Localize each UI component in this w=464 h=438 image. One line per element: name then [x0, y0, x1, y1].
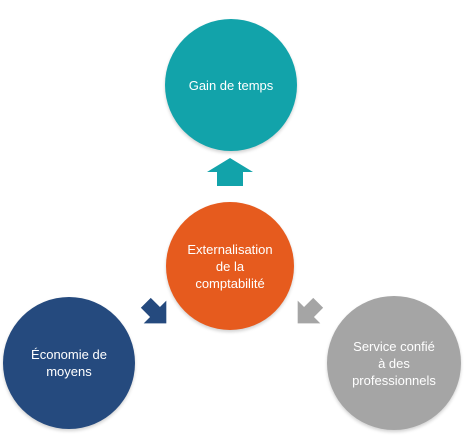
- arrow-down-left: [140, 297, 167, 324]
- node-label: Gain de temps: [188, 77, 274, 93]
- node-economie-de-moyens: Économie de moyens: [3, 297, 135, 429]
- node-gain-de-temps: Gain de temps: [165, 19, 297, 151]
- node-label: Service confié à des professionnels: [352, 338, 436, 388]
- node-service-confie: Service confié à des professionnels: [327, 296, 461, 430]
- arrow-down-right: [297, 297, 324, 324]
- node-externalisation: Externalisation de la comptabilité: [166, 202, 294, 330]
- node-label: Économie de moyens: [31, 347, 107, 379]
- arrow-up: [207, 158, 253, 186]
- node-label: Externalisation de la comptabilité: [187, 241, 273, 291]
